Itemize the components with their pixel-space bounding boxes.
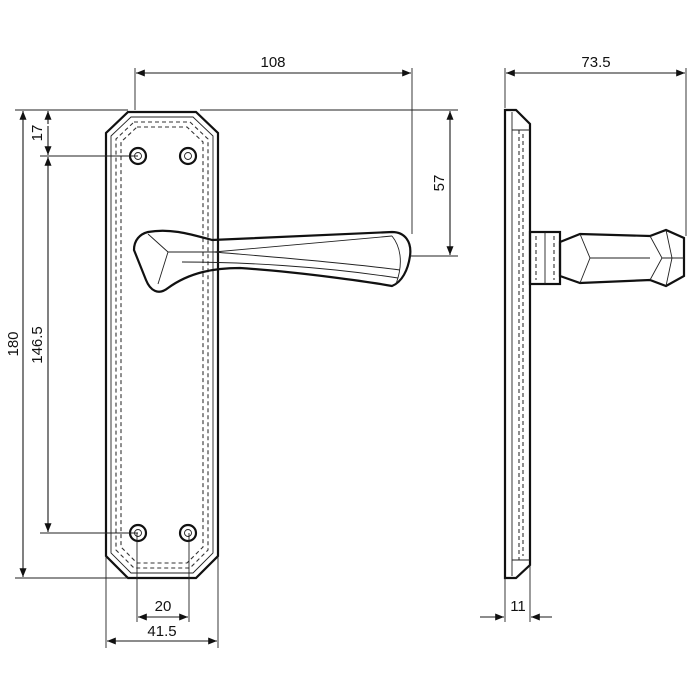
dim-label-top-to-hole: 17 [29, 125, 46, 142]
side-lever-neck [528, 230, 562, 286]
dim-plate-height: 180 [5, 109, 128, 579]
backplate-bevel-dashes-inner [120, 126, 204, 564]
front-view [104, 110, 412, 580]
dim-plate-width: 41.5 [105, 556, 219, 648]
dim-plate-thickness: 11 [480, 565, 552, 622]
side-lever-profile [558, 228, 686, 288]
backplate-inner-outline [110, 116, 214, 574]
dim-hole-spacing: 146.5 [29, 157, 138, 534]
side-backplate [503, 108, 532, 580]
dim-label-overall-width: 108 [260, 54, 285, 71]
side-view [503, 108, 686, 580]
screw-hole-top-right [178, 146, 198, 166]
dim-lever-height: 57 [200, 109, 458, 257]
dim-overall-width: 108 [134, 54, 413, 234]
dim-label-depth: 73.5 [581, 54, 610, 71]
dim-top-to-hole: 17 [29, 111, 138, 157]
dim-hole-pitch: 20 [136, 533, 190, 622]
backplate-outline [104, 110, 220, 580]
dim-label-plate-thickness: 11 [510, 598, 526, 615]
dim-depth: 73.5 [504, 54, 687, 236]
dim-label-plate-width: 41.5 [147, 623, 176, 640]
lever-handle [132, 229, 412, 293]
dim-label-lever-height: 57 [431, 175, 448, 192]
backplate-bevel-dashes [115, 121, 209, 569]
dim-label-hole-spacing: 146.5 [29, 326, 46, 364]
dim-label-hole-pitch: 20 [155, 598, 172, 615]
dim-label-plate-height: 180 [5, 331, 22, 356]
screw-hole-bottom-right [178, 523, 198, 543]
